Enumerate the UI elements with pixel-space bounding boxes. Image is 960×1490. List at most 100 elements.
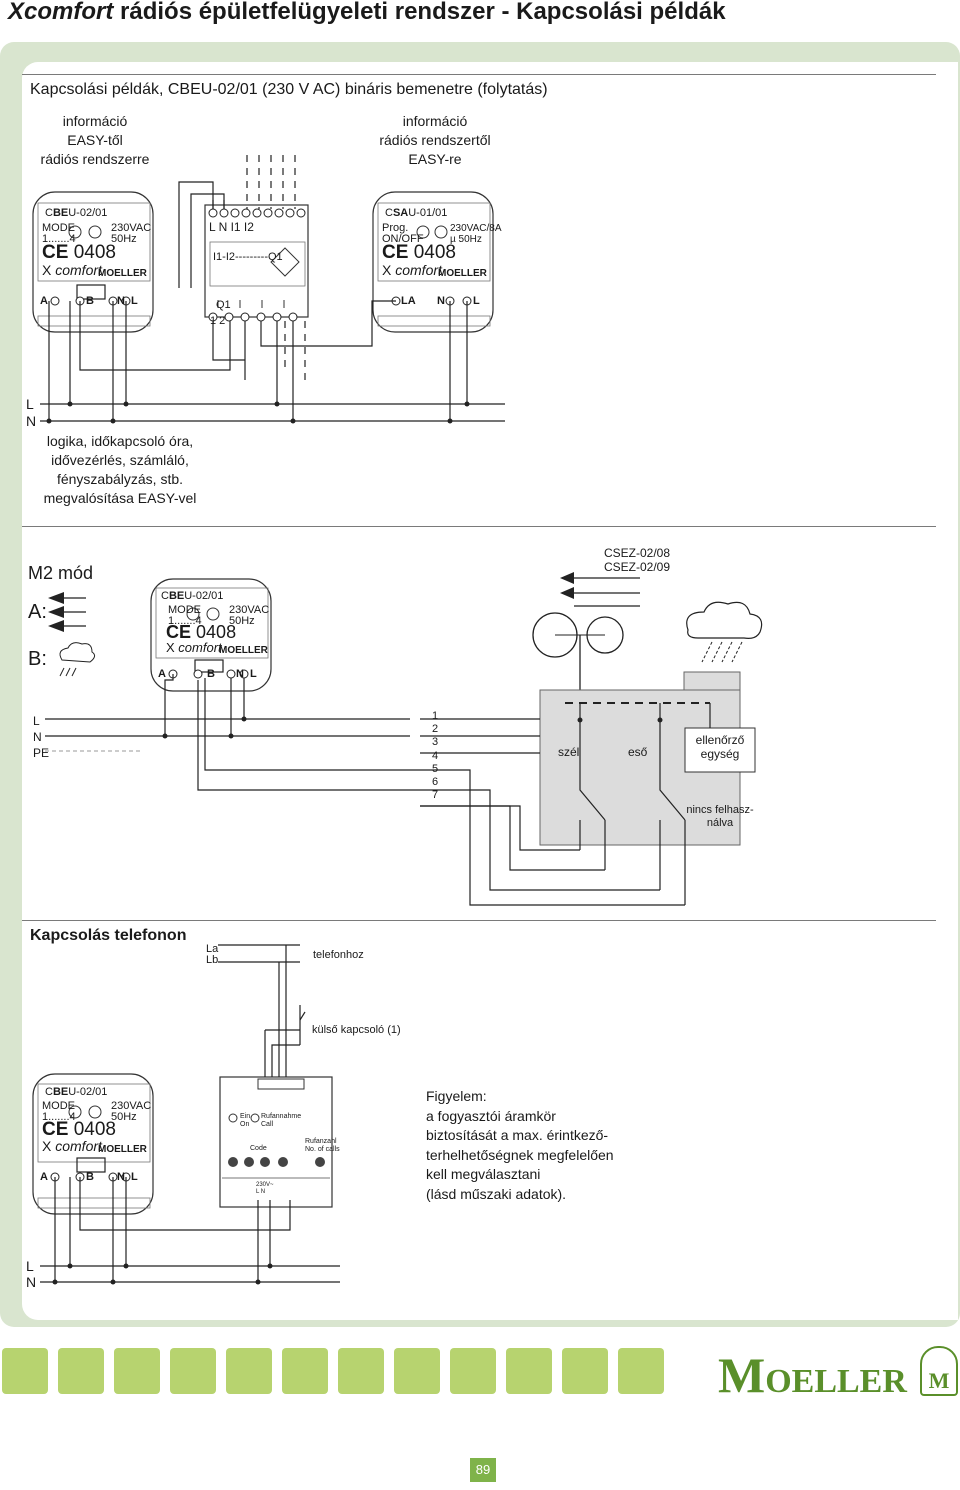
bus3-n-label: N [26,1274,37,1290]
phone-label: telefonhoz [313,949,364,961]
cbeu2-terminal-b: B [207,668,215,680]
bus3-l-label: L [26,1258,34,1274]
footer-square [562,1348,608,1394]
title-rest: rádiós épületfelügyeleti rendszer - Kapc… [113,0,726,25]
bus-l-label: L [26,396,34,412]
rain-cloud-icon [686,601,763,663]
page-title: Xcomfort rádiós épületfelügyeleti rendsz… [8,0,726,26]
cbeu-voltage-label: 230VAC [111,222,152,234]
cbeu2-xcomfort-brand: X comfort [166,640,222,655]
footer-square [618,1348,664,1394]
footer-square [114,1348,160,1394]
cbeu2-terminal-a: A [158,668,166,680]
csau-device-body [372,191,494,333]
section3-heading: Kapcsolás telefonon [30,927,187,944]
easy-q-numbers: 1 2 [210,315,226,327]
footer-square [58,1348,104,1394]
section-rule [22,920,936,921]
mode-b-label: B: [28,648,47,670]
section1-heading: Kapcsolási példák, CBEU-02/01 (230 V AC)… [30,81,548,98]
cbeu2-moeller-brand: MOELLER [219,645,268,656]
cbeu3-ce-mark: CE 0408 [42,1119,116,1140]
moeller-logo: MOELLER [718,1347,907,1403]
moeller-emblem-icon: M [920,1346,958,1396]
terminal-l: L [131,295,138,307]
section-rule [22,74,936,75]
cbeu3-moeller-brand: MOELLER [98,1144,147,1155]
cbeu2-model-label: CBEU-02/01 [161,590,224,602]
rain-label: eső [628,745,648,759]
csau-prog-label: Prog. [382,222,409,234]
cbeu3-mode-label: MODE [42,1100,75,1112]
tel-supply-label: 230V~L N [256,1182,274,1195]
csau-xcomfort-brand: X comfort [382,262,442,278]
easy-terminals: L N I1 I2 [209,220,254,234]
easy-logic: I1-I2---------Q1 [213,251,283,263]
footer-square [450,1348,496,1394]
cbeu2-terminal-n: N [236,668,244,680]
mode-a-label: A: [28,601,47,623]
cbeu-device-body [32,191,154,333]
wind-label: szél [558,745,580,759]
cbeu3-freq-label: 50Hz [111,1111,137,1123]
cbeu-model-label: CBEU-02/01 [45,207,108,219]
cbeu2-terminal-l: L [250,668,257,680]
tel-code-label: Code [250,1145,267,1152]
csau-terminal-l: L [473,295,480,307]
title-brand: Xcomfort [8,0,114,25]
cbeu-device-body-2 [150,578,272,692]
easy-module-body [204,204,309,318]
unused-label: nincs felhasz-nálva [686,804,754,829]
footer-square [338,1348,384,1394]
csau-moeller-brand: MOELLER [438,268,487,279]
cbeu2-range-label: 1.......4 [168,615,202,627]
footer-square [170,1348,216,1394]
bus-n-label: N [26,413,37,429]
csau-freq-label: µ 50Hz [450,234,482,245]
anemometer-icon [532,612,624,690]
csau-onoff-label: ON/OFF [382,233,424,245]
cbeu3-voltage-label: 230VAC [111,1100,152,1112]
external-switch-label: külső kapcsoló (1) [312,1024,401,1036]
telephone-module-body [219,1076,333,1208]
footer-square [394,1348,440,1394]
footer-square [226,1348,272,1394]
cbeu2-voltage-label: 230VAC [229,604,270,616]
csau-ce-mark: CE 0408 [382,242,456,263]
footer-square [506,1348,552,1394]
csau-voltage-label: 230VAC/8A [450,223,502,234]
xcomfort-brand: X comfort [42,262,102,278]
cbeu3-terminal-b: B [86,1171,94,1183]
terminal-b: B [86,295,94,307]
cbeu3-terminal-l: L [131,1171,138,1183]
ce-mark: CE 0408 [42,242,116,263]
cbeu-freq-label: 50Hz [111,233,137,245]
cbeu2-mode-label: MODE [168,604,201,616]
cbeu3-model-label: CBEU-02/01 [45,1086,108,1098]
csau-terminal-n: N [437,295,445,307]
easy-q1: Q1 [216,299,231,311]
cbeu3-terminal-n: N [117,1171,125,1183]
csau-terminal-la: LA [401,295,416,307]
mode-title: M2 mód [28,563,94,583]
moeller-brand-small: MOELLER [98,268,147,279]
cbeu2-ce-mark: CE 0408 [166,622,237,642]
section-rule [22,526,936,527]
footer-square [282,1348,328,1394]
footer-square [2,1348,48,1394]
page-number: 89 [470,1458,496,1482]
cbeu2-freq-label: 50Hz [229,615,255,627]
terminal-n: N [117,295,125,307]
cbeu3-terminal-a: A [40,1171,48,1183]
csau-model-label: CSAU-01/01 [385,207,448,219]
